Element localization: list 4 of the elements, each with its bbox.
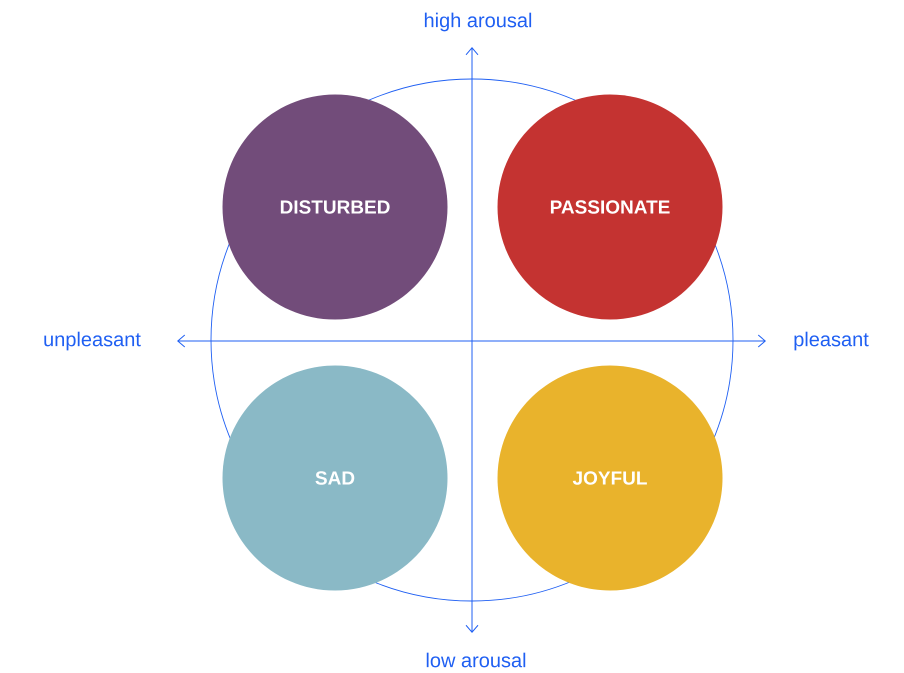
axis-label: unpleasant: [44, 332, 141, 350]
axis-label: low arousal: [426, 652, 526, 668]
axis-label: pleasant: [794, 332, 869, 350]
axis-label: high arousal: [424, 12, 532, 32]
